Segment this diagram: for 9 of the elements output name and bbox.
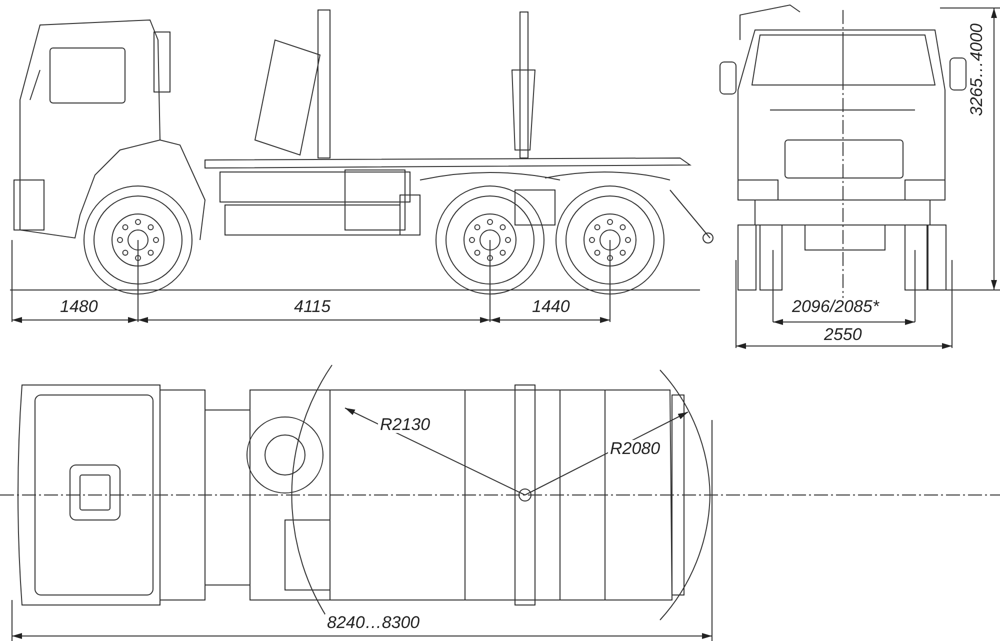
dimension-text: 1440	[530, 298, 572, 315]
dimension-text: 2550	[822, 326, 864, 343]
dimension-text: 3265…4000	[968, 21, 985, 118]
dimension-text: 1480	[58, 298, 100, 315]
dimension-text: 2096/2085*	[790, 298, 881, 315]
dimension-text: 4115	[292, 298, 333, 315]
radius-label: R2130	[378, 416, 432, 433]
radius-label: R2080	[608, 440, 662, 457]
dimension-text: 8240…8300	[325, 614, 422, 631]
